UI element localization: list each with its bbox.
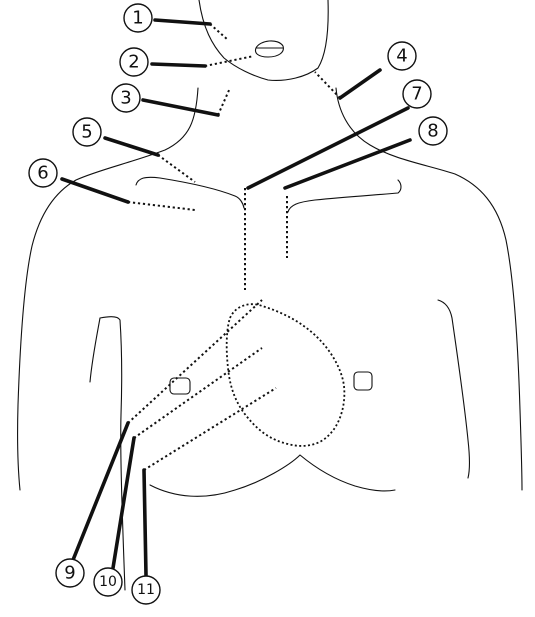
leader-8 <box>285 140 410 188</box>
neck-left-line <box>199 0 328 80</box>
marker-1: 1 <box>124 4 152 32</box>
marker-6: 6 <box>29 159 57 187</box>
thyroid-mark <box>256 41 284 57</box>
nipple-right <box>354 372 372 390</box>
marker-9-label: 9 <box>64 563 75 584</box>
marker-4-label: 4 <box>396 46 407 67</box>
body-outline <box>18 0 522 590</box>
leader-9 <box>73 423 128 560</box>
marker-2-label: 2 <box>128 52 139 73</box>
marker-9: 9 <box>56 559 84 587</box>
marker-1-label: 1 <box>132 8 143 29</box>
leader-2 <box>152 64 205 66</box>
marker-6-label: 6 <box>37 163 48 184</box>
arm-left-inner <box>100 317 125 590</box>
leader-5 <box>105 138 158 155</box>
leader-9-dotted <box>128 300 262 423</box>
ribcage-lower <box>150 455 395 496</box>
marker-10-label: 10 <box>99 574 117 590</box>
leader-4-dotted <box>315 72 340 98</box>
marker-4: 4 <box>388 42 416 70</box>
right-clavicle <box>288 180 401 212</box>
leader-6-dotted <box>128 202 195 210</box>
leader-2-dotted <box>205 56 254 66</box>
marker-7: 7 <box>403 80 431 108</box>
leader-6 <box>62 179 128 202</box>
leader-10-dotted <box>134 348 262 438</box>
marker-5-label: 5 <box>81 122 92 143</box>
leader-11-dotted <box>144 388 276 470</box>
organ-outline <box>227 304 345 446</box>
leader-7 <box>248 108 408 188</box>
marker-7-label: 7 <box>411 84 422 105</box>
marker-10: 10 <box>94 568 122 596</box>
leader-3-dotted <box>218 88 230 115</box>
marker-8: 8 <box>419 117 447 145</box>
shoulder-right <box>336 88 522 490</box>
shoulder-left <box>18 88 198 490</box>
leader-1 <box>155 20 210 24</box>
marker-5: 5 <box>73 118 101 146</box>
leader-1-dotted <box>210 24 228 40</box>
leader-3 <box>143 100 218 115</box>
left-clavicle <box>136 177 244 208</box>
marker-11: 11 <box>132 576 160 604</box>
arm-left-fold <box>90 318 100 382</box>
leader-4 <box>340 70 380 98</box>
marker-3-label: 3 <box>120 88 131 109</box>
arm-right-inner <box>438 300 470 478</box>
leader-11 <box>144 470 146 575</box>
marker-2: 2 <box>120 48 148 76</box>
marker-11-label: 11 <box>137 582 155 598</box>
marker-3: 3 <box>112 84 140 112</box>
leader-5-dotted <box>158 155 195 182</box>
marker-8-label: 8 <box>427 121 438 142</box>
